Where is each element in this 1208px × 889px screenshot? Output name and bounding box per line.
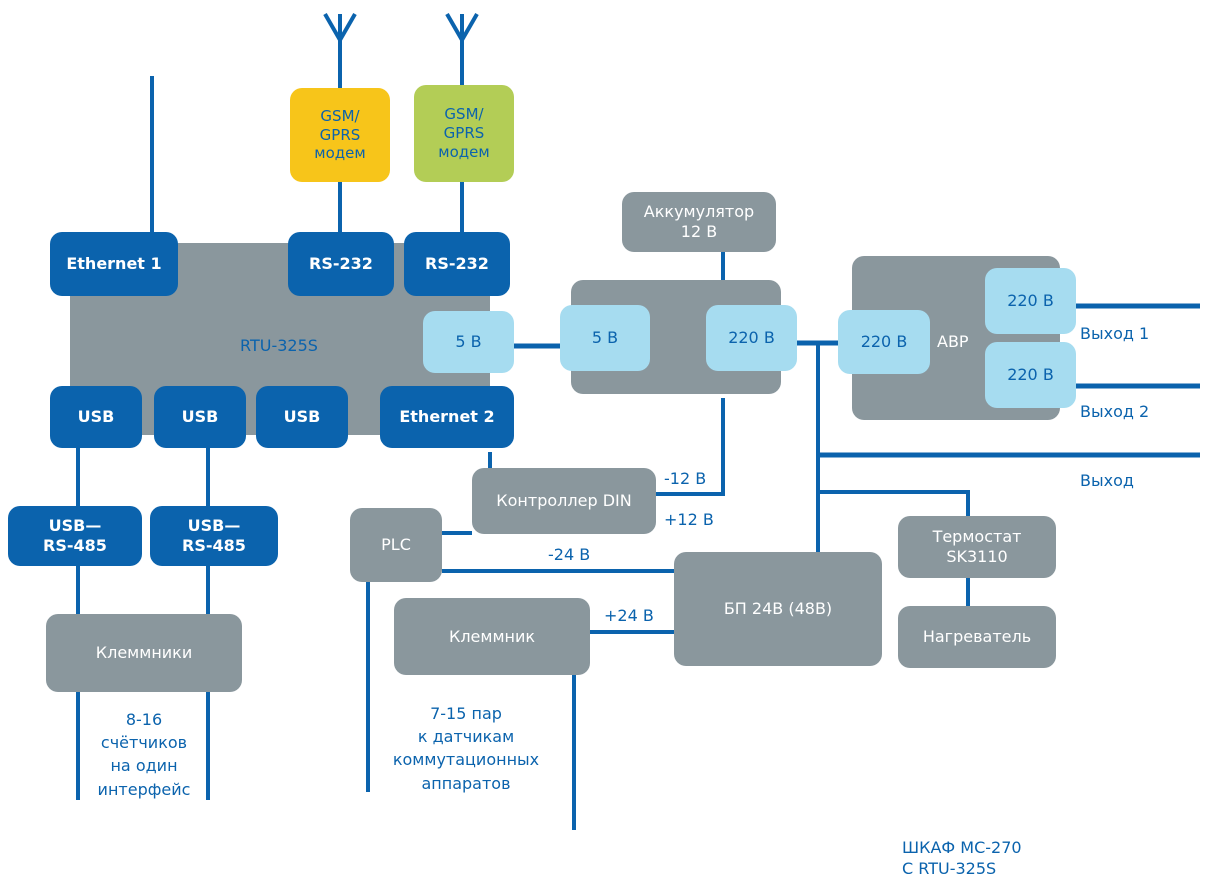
terminal-block: Клеммник [394, 598, 590, 675]
output-label: Выход [1080, 471, 1134, 490]
ethernet2-port: Ethernet 2 [380, 386, 514, 448]
usb-port-2: USB [154, 386, 246, 448]
rs232-port-a: RS-232 [288, 232, 394, 296]
gsm-modem-green: GSM/ GPRS модем [414, 85, 514, 182]
avr-220v-output-2: 220 В [985, 342, 1076, 408]
rtu-label: RTU-325S [240, 336, 318, 355]
usb-rs485-converter-b: USB— RS-485 [150, 506, 278, 566]
psu-5v-port: 5 В [560, 305, 650, 371]
terminals-block: Клеммники [46, 614, 242, 692]
voltage-minus24: -24 В [548, 545, 591, 564]
output-2-label: Выход 2 [1080, 402, 1150, 421]
voltage-plus24: +24 В [604, 606, 654, 625]
avr-label: АВР [937, 332, 969, 351]
avr-220v-input: 220 В [838, 310, 930, 374]
plc-block: PLC [350, 508, 442, 582]
cabinet-title: ШКАФ МС-270 С RTU-325S [902, 838, 1022, 878]
usb-port-3: USB [256, 386, 348, 448]
pairs-note: 7-15 пар к датчикам коммутационных аппар… [392, 704, 540, 793]
rs232-port-b: RS-232 [404, 232, 510, 296]
battery-block: Аккумулятор 12 В [622, 192, 776, 252]
antenna-yellow [323, 13, 357, 88]
thermostat-block: Термостат SK3110 [898, 516, 1056, 578]
ethernet1-port: Ethernet 1 [50, 232, 178, 296]
usb-rs485-converter-a: USB— RS-485 [8, 506, 142, 566]
voltage-minus12: -12 В [664, 469, 707, 488]
power-supply-24v: БП 24В (48В) [674, 552, 882, 666]
usb-port-1: USB [50, 386, 142, 448]
heater-block: Нагреватель [898, 606, 1056, 668]
gsm-modem-yellow: GSM/ GPRS модем [290, 88, 390, 182]
rtu-5v-port: 5 В [423, 311, 514, 373]
voltage-plus12: +12 В [664, 510, 714, 529]
psu-220v-port: 220 В [706, 305, 797, 371]
din-controller: Контроллер DIN [472, 468, 656, 534]
wire-minus12 [656, 398, 725, 496]
meters-note: 8-16 счётчиков на один интерфейс [97, 710, 191, 799]
output-1-label: Выход 1 [1080, 324, 1150, 343]
antenna-green [445, 13, 479, 88]
avr-220v-output-1: 220 В [985, 268, 1076, 334]
wire-thermostat [818, 490, 970, 516]
